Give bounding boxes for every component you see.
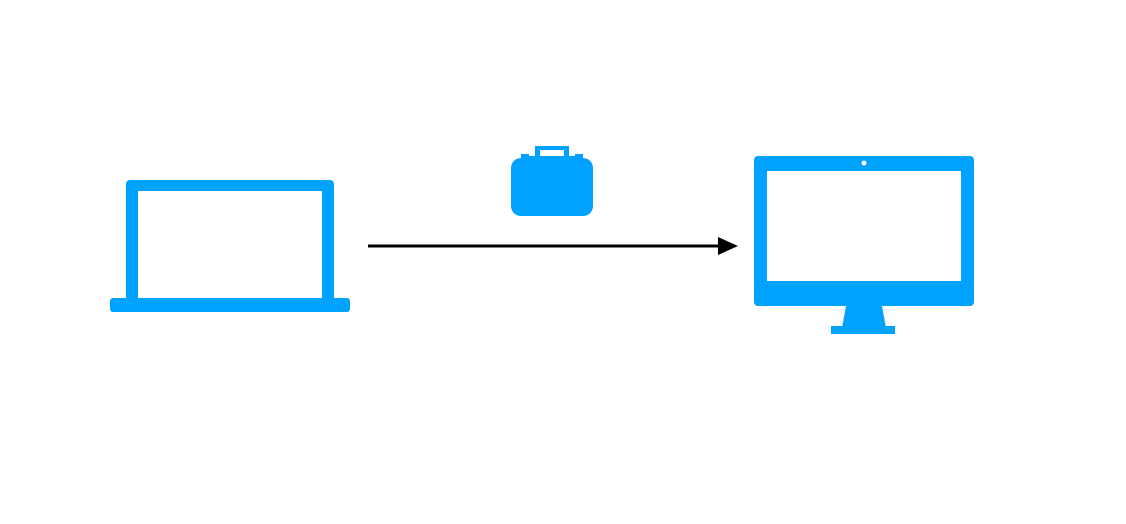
arrow-right-icon bbox=[366, 232, 740, 260]
briefcase-icon bbox=[511, 146, 593, 218]
laptop-icon bbox=[110, 178, 350, 314]
desktop-monitor-icon bbox=[754, 156, 976, 336]
